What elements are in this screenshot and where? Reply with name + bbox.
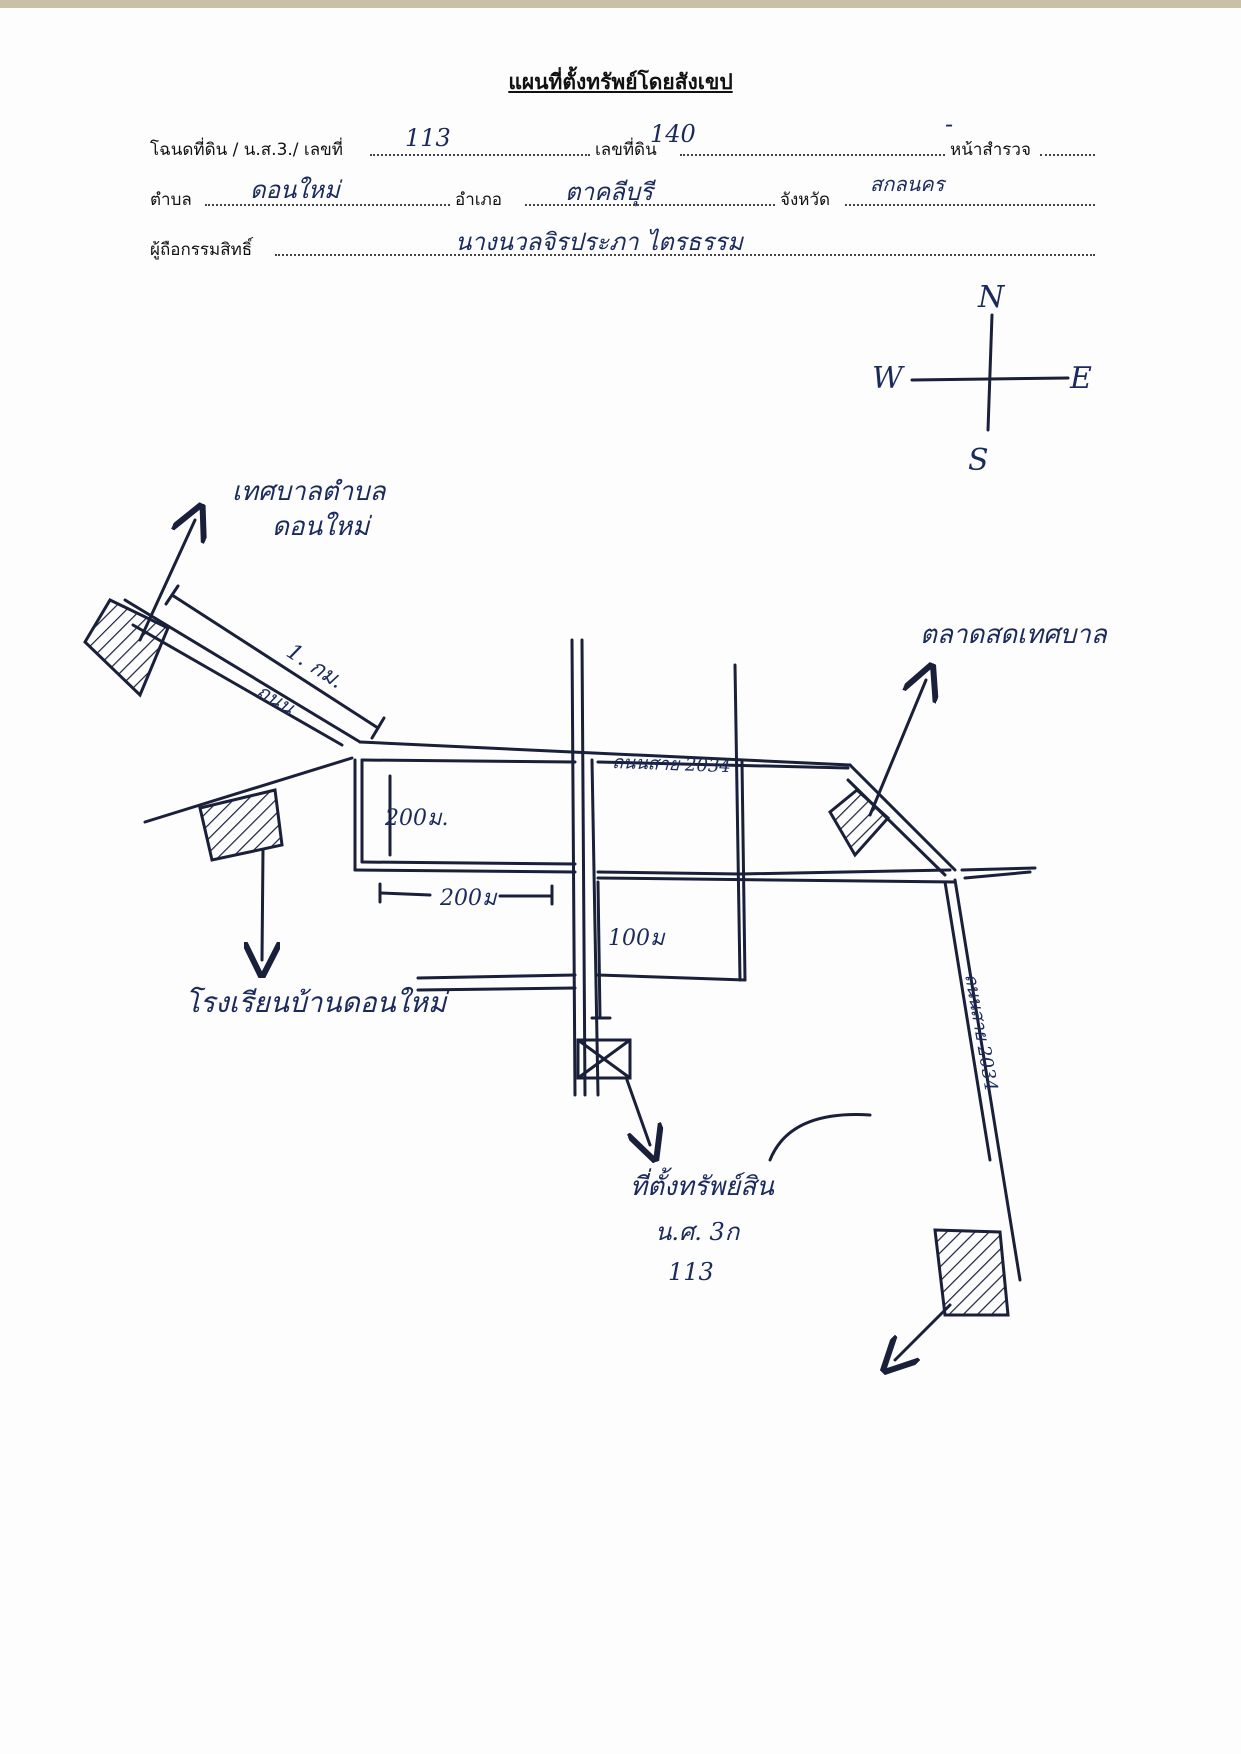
amphoe-dotline	[525, 204, 775, 206]
dim-100-label: 100ม	[608, 926, 666, 951]
owner-value: นางนวลจิรประภา ไตรธรรม	[455, 228, 743, 256]
property-box-cross-b	[576, 1038, 632, 1080]
property-arrow	[625, 1078, 650, 1145]
owner-label: ผู้ถือกรรมสิทธิ์	[150, 240, 253, 260]
market-building	[828, 788, 891, 858]
land-no-dotline	[680, 154, 945, 156]
municipality-building	[83, 598, 170, 698]
road-lower-north-edge	[416, 973, 747, 982]
property-code-label: น.ศ. 3ก	[655, 1218, 741, 1246]
location-row: ตำบล อำเภอ จังหวัด	[150, 178, 1095, 210]
property-label: ที่ตั้งทรัพย์สิน	[630, 1167, 775, 1202]
road-east-branch	[738, 866, 1037, 876]
property-label-flourish	[768, 1113, 872, 1162]
distance-tick-end	[370, 716, 386, 740]
amphoe-label: อำเภอ	[455, 190, 502, 210]
municipality-label: เทศบาลตำบล	[232, 477, 387, 507]
road-central-east-edge	[580, 638, 587, 1097]
road-west-edge	[143, 756, 354, 824]
road-central-right	[590, 758, 600, 1097]
school-arrow	[262, 848, 263, 960]
owner-row: ผู้ถือกรรมสิทธิ์	[150, 228, 1095, 260]
province-dotline	[845, 204, 1095, 206]
compass-south: S	[968, 443, 989, 478]
compass: N S E W	[872, 280, 1092, 478]
dim-200-vertical-label: 200ม.	[384, 806, 449, 831]
municipality-arrow	[138, 520, 195, 642]
province-value: สกลนคร	[870, 172, 945, 196]
deed-dotline	[370, 154, 590, 156]
road-top-south-edge	[360, 758, 850, 770]
compass-we-line	[910, 376, 1070, 382]
road-right-label: ถนนสาย 2034	[960, 972, 1001, 1093]
tambon-dotline	[205, 204, 450, 206]
school-label: โรงเรียนบ้านดอนใหม่	[185, 986, 450, 1019]
deed-label: โฉนดที่ดิน / น.ส.3./ เลขที่	[150, 140, 343, 160]
dim-200-horizontal-label: 200ม	[439, 886, 498, 911]
survey-dotline	[1040, 154, 1095, 156]
property-number-label: 113	[668, 1258, 714, 1286]
amphoe-value: ตาคลีบุรี	[565, 178, 653, 206]
compass-north: N	[977, 280, 1006, 315]
road-middle-inner	[360, 860, 577, 866]
landmarks	[83, 598, 1010, 1317]
road-network	[123, 598, 1037, 1282]
road-central-west-edge	[570, 638, 577, 1097]
road-ne-diagonal-outer	[848, 763, 957, 872]
road-top-north-edge	[358, 740, 852, 767]
tambon-value: ดอนใหม่	[250, 176, 340, 204]
pointer-arrows	[138, 520, 952, 1360]
road-left-label: ถนน	[252, 679, 299, 721]
distance-line	[170, 593, 380, 730]
land-no-label: เลขที่ดิน	[595, 140, 657, 160]
compass-ns-line	[986, 313, 994, 432]
road-second-vertical-b	[740, 760, 747, 982]
dim-200-horizontal-left	[378, 891, 432, 897]
road-top-label: ถนนสาย 2034	[612, 752, 731, 777]
province-label: จังหวัด	[780, 190, 831, 210]
property-plot	[933, 1228, 1010, 1317]
property-box	[576, 1038, 632, 1080]
market-label: ตลาดสดเทศบาล	[920, 620, 1108, 650]
distance-tick-start	[164, 584, 180, 606]
page-title: แผนที่ตั้งทรัพย์โดยสังเขป	[508, 70, 733, 94]
road-diagonal-upper	[123, 598, 362, 744]
market-arrow	[868, 680, 926, 817]
road-second-vertical-a	[733, 663, 742, 982]
deed-value: 113	[405, 124, 451, 152]
school-building	[198, 788, 284, 862]
road-middle-south-edge	[596, 870, 1032, 884]
dimensions	[164, 584, 612, 1020]
tambon-label: ตำบล	[150, 190, 192, 210]
road-diagonal-lower	[131, 623, 344, 747]
map-annotations: เทศบาลตำบล ดอนใหม่ 1. กม. ถนน ถนนสาย 203…	[185, 477, 1108, 1286]
survey-label: หน้าสำรวจ	[950, 140, 1031, 160]
plot-arrow	[895, 1303, 952, 1360]
municipality-place-label: ดอนใหม่	[272, 511, 372, 542]
compass-west: W	[872, 361, 905, 396]
road-south-west-edge	[943, 880, 992, 1162]
road-south-east-edge	[953, 878, 1022, 1282]
owner-dotline	[275, 254, 1095, 256]
compass-east: E	[1069, 361, 1092, 396]
land-no-value: 140	[650, 120, 696, 148]
dim-100-line	[596, 880, 602, 1020]
survey-value: -	[945, 110, 954, 138]
deed-row: โฉนดที่ดิน / น.ส.3./ เลขที่ เลขที่ดิน หน…	[150, 128, 1095, 160]
scan-edge	[0, 0, 1241, 8]
road-middle-north-edge	[353, 868, 742, 876]
road-lower-south-edge	[416, 986, 577, 992]
